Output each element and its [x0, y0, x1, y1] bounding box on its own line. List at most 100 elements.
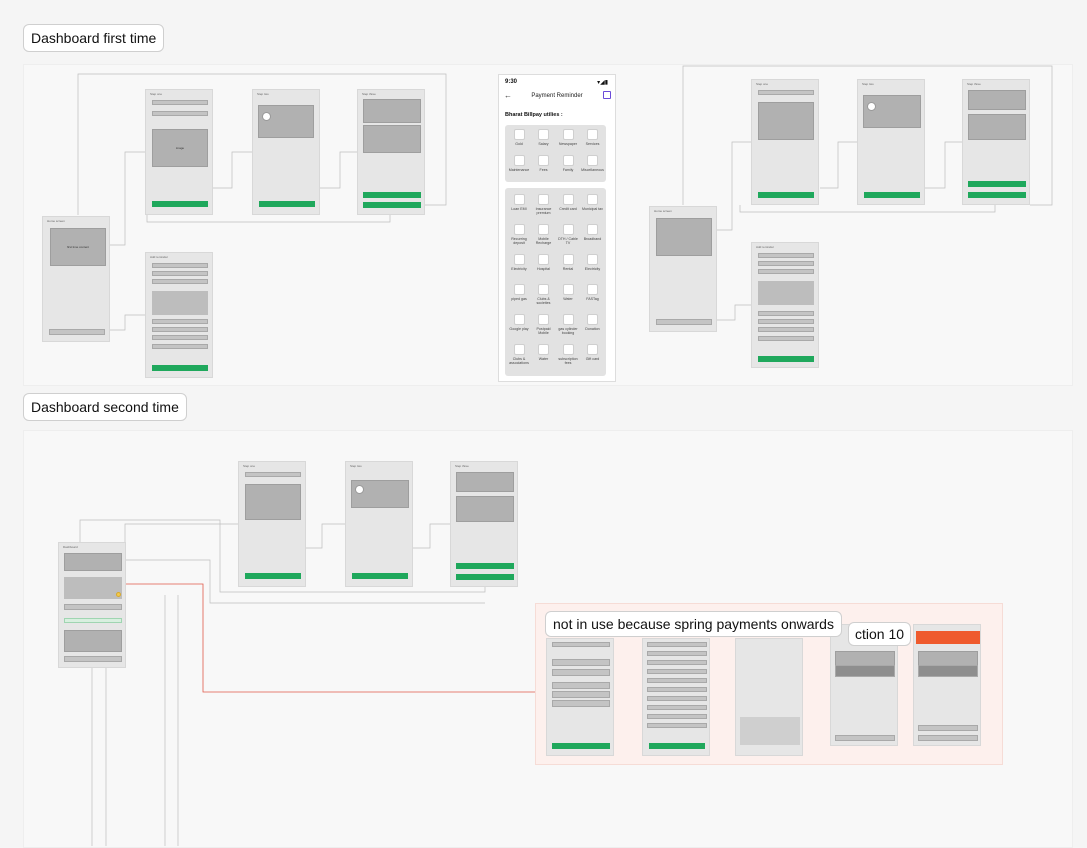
list-row[interactable] — [552, 669, 610, 676]
continue-button[interactable] — [352, 573, 408, 579]
continue-button[interactable] — [649, 743, 705, 749]
category-tile[interactable]: Recurring deposit — [507, 224, 531, 246]
frame-step-1c[interactable]: Step one — [238, 461, 306, 587]
category-tile[interactable]: Water — [532, 344, 556, 361]
field[interactable] — [758, 319, 814, 324]
field[interactable] — [152, 271, 208, 276]
category-tile[interactable]: Maintenance — [507, 155, 531, 172]
field[interactable] — [152, 319, 208, 324]
frame-step-3[interactable]: Step three — [357, 89, 425, 215]
deprecated-note[interactable]: not in use because spring payments onwar… — [545, 611, 842, 637]
continue-button[interactable] — [152, 201, 208, 207]
calendar-grid[interactable] — [64, 577, 122, 599]
section-label-first[interactable]: Dashboard first time — [23, 24, 165, 52]
secondary-button[interactable] — [968, 192, 1026, 198]
calendar-icon[interactable] — [603, 91, 611, 99]
category-tile[interactable]: Rental — [556, 254, 580, 271]
list-row[interactable] — [552, 691, 610, 698]
list-row[interactable] — [647, 696, 707, 701]
category-tile[interactable]: Fees — [532, 155, 556, 172]
category-tile[interactable]: Mobile Recharge — [532, 224, 556, 246]
list-row[interactable] — [647, 678, 707, 683]
frame-step-2[interactable]: Step two — [252, 89, 320, 215]
category-tile[interactable]: FASTag — [581, 284, 605, 301]
primary-button[interactable] — [968, 181, 1026, 187]
category-tile[interactable]: Loan EMI — [507, 194, 531, 211]
field[interactable] — [758, 327, 814, 332]
calendar-grid[interactable] — [152, 291, 208, 315]
frame-deprecated-2[interactable] — [642, 638, 710, 756]
continue-button[interactable] — [245, 573, 301, 579]
list-row[interactable] — [647, 687, 707, 692]
category-tile[interactable]: Gift card — [581, 344, 605, 361]
category-tile[interactable]: Salary — [532, 129, 556, 146]
primary-button[interactable] — [456, 563, 514, 569]
continue-button[interactable] — [864, 192, 920, 198]
field[interactable] — [758, 253, 814, 258]
picker-sheet[interactable] — [740, 717, 800, 745]
category-tile[interactable]: Electricity — [507, 254, 531, 271]
secondary-button[interactable] — [363, 202, 421, 208]
section-10-label[interactable]: ction 10 — [848, 622, 912, 646]
frame-deprecated-1[interactable] — [546, 638, 614, 756]
list-row[interactable] — [64, 604, 122, 610]
secondary-button[interactable] — [456, 574, 514, 580]
cta-bar[interactable] — [656, 319, 712, 325]
frame-deprecated-3[interactable] — [735, 638, 803, 756]
field[interactable] — [758, 269, 814, 274]
list-row[interactable] — [835, 665, 895, 677]
frame-home-empty-2[interactable]: Home screen — [649, 206, 717, 332]
frame-calendar[interactable]: Add reminder — [145, 252, 213, 378]
category-tile[interactable]: Clubs & associations — [507, 344, 531, 366]
list-row[interactable] — [552, 682, 610, 689]
cta-bar[interactable] — [835, 735, 895, 741]
cta-bar[interactable] — [918, 725, 978, 731]
back-arrow-icon[interactable]: ← — [504, 91, 512, 100]
category-tile[interactable]: gas cylinder booking — [556, 314, 580, 336]
list-row[interactable] — [647, 705, 707, 710]
category-tile[interactable]: Services — [581, 129, 605, 146]
primary-button[interactable] — [363, 192, 421, 198]
field[interactable] — [152, 335, 208, 340]
category-tile[interactable]: DTH / Cable TV — [556, 224, 580, 246]
list-row[interactable] — [552, 659, 610, 666]
category-tile[interactable]: Water — [556, 284, 580, 301]
list-row[interactable] — [647, 714, 707, 719]
field[interactable] — [758, 336, 814, 341]
category-tile[interactable]: Google play — [507, 314, 531, 331]
cta-bar[interactable] — [64, 656, 122, 662]
list-row[interactable] — [918, 665, 978, 677]
frame-step-2c[interactable]: Step two — [345, 461, 413, 587]
list-row[interactable] — [647, 651, 707, 656]
save-button[interactable] — [152, 365, 208, 371]
calendar-grid[interactable] — [758, 281, 814, 305]
field[interactable] — [152, 279, 208, 284]
frame-step-3b[interactable]: Step three — [962, 79, 1030, 205]
list-row[interactable] — [647, 723, 707, 728]
category-tile[interactable]: Electricity — [581, 254, 605, 271]
category-tile[interactable]: Municipal tax — [581, 194, 605, 211]
category-tile[interactable]: Hospital — [532, 254, 556, 271]
field[interactable] — [758, 261, 814, 266]
field[interactable] — [758, 311, 814, 316]
category-tile[interactable]: Broadband — [581, 224, 605, 241]
field[interactable] — [152, 263, 208, 268]
category-tile[interactable]: Clubs & societies — [532, 284, 556, 306]
category-tile[interactable]: Insurance premium — [532, 194, 556, 216]
cta-bar[interactable] — [918, 735, 978, 741]
list-row[interactable] — [552, 700, 610, 707]
continue-button[interactable] — [552, 743, 610, 749]
continue-button[interactable] — [758, 192, 814, 198]
frame-dashboard-second[interactable]: Dashboard — [58, 542, 126, 668]
frame-step-3c[interactable]: Step three — [450, 461, 518, 587]
list-row[interactable] — [64, 618, 122, 623]
field[interactable] — [152, 344, 208, 349]
category-tile[interactable]: Postpaid Mobile — [532, 314, 556, 336]
list-row[interactable] — [647, 660, 707, 665]
field[interactable] — [552, 642, 610, 647]
frame-step-1b[interactable]: Step one — [751, 79, 819, 205]
category-tile[interactable]: Donation — [581, 314, 605, 331]
save-button[interactable] — [758, 356, 814, 362]
frame-home-empty[interactable]: Home screen first time content — [42, 216, 110, 342]
category-tile[interactable]: Newspaper — [556, 129, 580, 146]
